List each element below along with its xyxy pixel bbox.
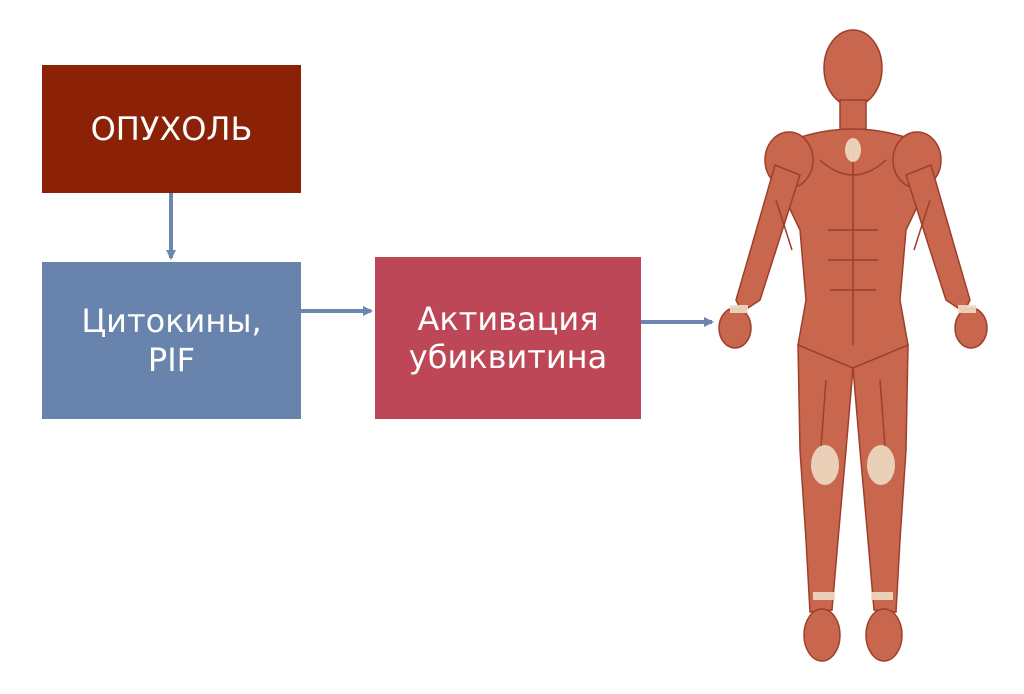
muscle-anatomy-figure bbox=[718, 29, 988, 662]
node-tumor: ОПУХОЛЬ bbox=[42, 65, 301, 193]
node-tumor-label: ОПУХОЛЬ bbox=[90, 109, 253, 148]
node-cytokines: Цитокины, PIF bbox=[42, 262, 301, 419]
node-ubiquitin-activation: Активация убиквитина bbox=[375, 257, 641, 419]
node-ubiquitin-label: Активация убиквитина bbox=[408, 299, 608, 376]
node-cytokines-label: Цитокины, PIF bbox=[81, 302, 262, 379]
